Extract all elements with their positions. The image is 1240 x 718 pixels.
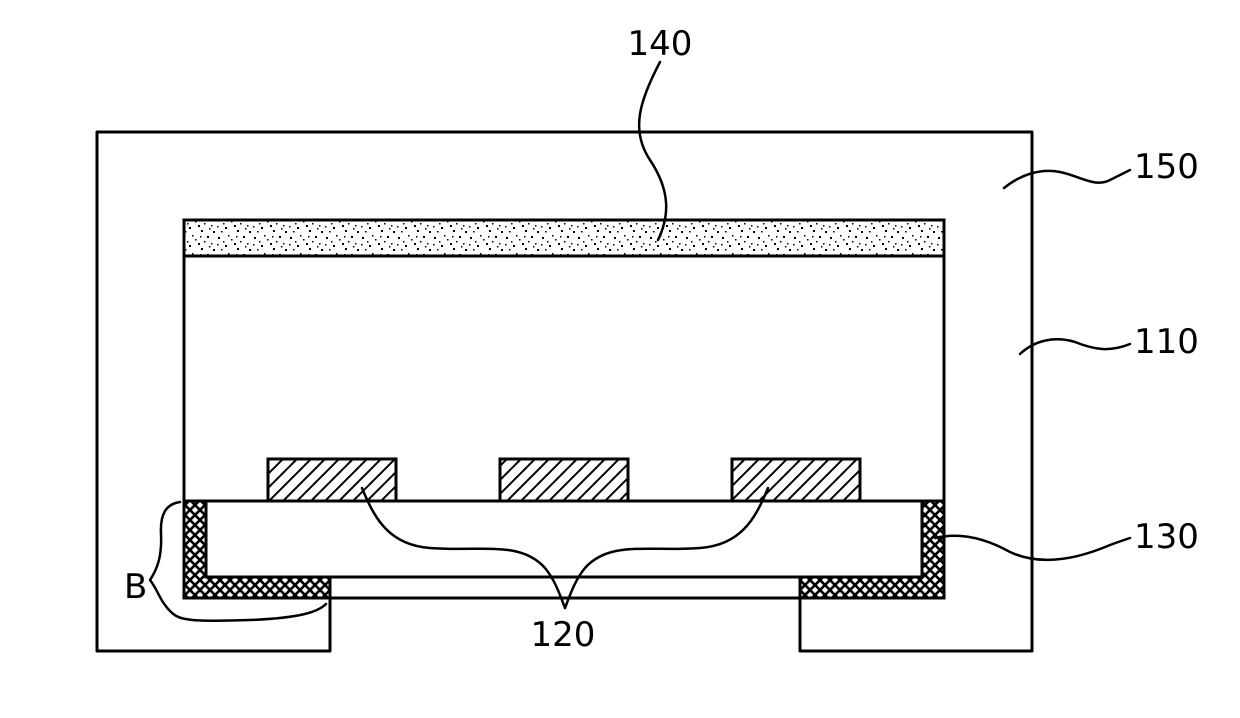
leader-150 [1004,170,1130,188]
label-b: B [124,567,147,607]
label-140: 140 [628,24,693,64]
label-110: 110 [1134,322,1199,362]
leader-140 [639,62,666,240]
electrode-3 [732,459,860,501]
leader-110 [1020,339,1130,354]
label-120: 120 [531,615,596,655]
base-plate [184,501,944,577]
label-150: 150 [1134,147,1199,187]
electrode-2 [500,459,628,501]
top-layer-140 [184,220,944,256]
electrode-1 [268,459,396,501]
label-130: 130 [1134,517,1199,557]
